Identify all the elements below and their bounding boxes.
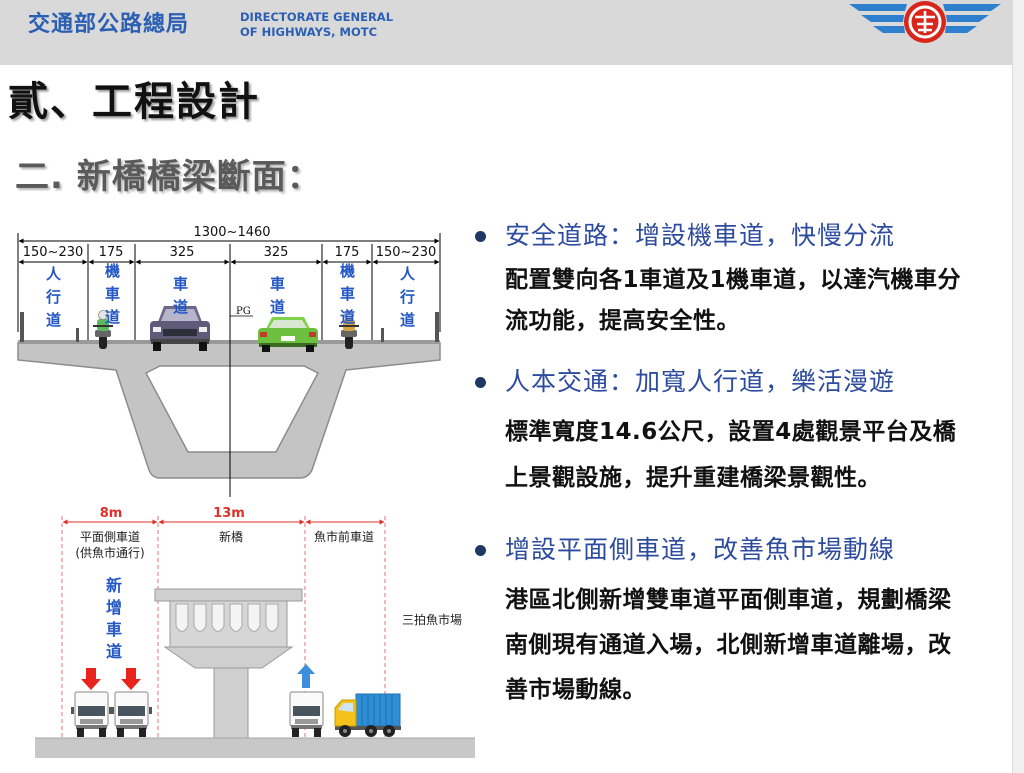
bridge-section-diagram: 1300~1460 150~230 175 325 325 175 150~23… xyxy=(17,225,475,758)
bullet-dot xyxy=(475,545,486,556)
segment-width-label: 150~230 xyxy=(376,245,437,260)
section-subtitle: 二. 新橋橋梁斷面： xyxy=(15,157,322,197)
bullet-body-line: 標準寬度14.6公尺，設置4處觀景平台及橋 xyxy=(505,419,957,445)
bullet-heading-side-road: 增設平面側車道，改善魚市場動線 xyxy=(505,535,896,564)
bullet-body-line: 流功能，提高安全性。 xyxy=(505,308,740,334)
fish-market-label: 三拍魚市場 xyxy=(402,612,462,627)
new-lane-label: 新增車道 xyxy=(103,577,122,665)
lane-dividers xyxy=(17,233,441,342)
railing-posts xyxy=(20,312,439,342)
bullet-dot xyxy=(475,377,486,388)
ground-strip xyxy=(35,738,475,758)
site-section: 8m 13m 平面側車道 (供魚市通行) 新橋 魚市前車道 三拍魚市場 xyxy=(35,506,475,758)
motorcycle-icon xyxy=(339,310,359,349)
motorcycle-icon xyxy=(93,310,113,349)
highway-bureau-winged-emblem-icon xyxy=(849,1,1001,43)
arrow-down-icon xyxy=(81,668,101,690)
segment-width-label: 150~230 xyxy=(23,245,84,260)
bullet-body-line: 善市場動線。 xyxy=(505,677,646,703)
overall-width-label: 1300~1460 xyxy=(193,225,270,240)
truck-icon xyxy=(111,691,152,737)
profile-grade-label: PG xyxy=(236,306,251,317)
segment-width-label: 325 xyxy=(264,245,289,260)
slide-edge xyxy=(1012,0,1024,773)
lane-label-motorcycle: 機車道 xyxy=(338,263,356,332)
lane-label-roadway: 車道 xyxy=(268,276,286,322)
new-bridge-label: 新橋 xyxy=(219,529,243,544)
bullet-body-line: 南側現有通道入場，北側新增車道離場，改 xyxy=(505,632,952,658)
truck-icon xyxy=(289,691,324,737)
bullet-heading-pedestrian: 人本交通：加寬人行道，樂活漫遊 xyxy=(505,367,896,396)
cross-section: 1300~1460 150~230 175 325 325 175 150~23… xyxy=(17,225,441,497)
lane-label-sidewalk: 人行道 xyxy=(44,266,62,335)
bullet-body-line: 港區北側新增雙車道平面側車道，規劃橋梁 xyxy=(505,587,952,613)
side-road-width-label: 8m xyxy=(100,506,123,521)
arrow-down-icon xyxy=(121,668,141,690)
segment-width-label: 175 xyxy=(335,245,360,260)
org-name-zh: 交通部公路總局 xyxy=(28,12,190,37)
lane-label-roadway: 車道 xyxy=(171,276,189,322)
cargo-truck-icon xyxy=(334,693,401,737)
org-name-en-line1: DIRECTORATE GENERAL xyxy=(240,10,394,24)
page-title: 貳、工程設計 xyxy=(8,79,260,125)
deck-surface xyxy=(18,340,440,344)
car-icon xyxy=(258,317,318,352)
market-front-road-label: 魚市前車道 xyxy=(314,529,374,544)
side-road-note: (供魚市通行) xyxy=(75,545,144,560)
header-bar: 交通部公路總局 DIRECTORATE GENERAL OF HIGHWAYS,… xyxy=(0,0,1012,65)
lane-label-sidewalk: 人行道 xyxy=(398,266,416,335)
side-road-label: 平面側車道 xyxy=(80,530,140,544)
bridge-elevation xyxy=(154,588,303,739)
truck-icon xyxy=(71,691,112,737)
box-girder-cell xyxy=(144,365,320,453)
org-name-en-line2: OF HIGHWAYS, MOTC xyxy=(240,25,378,39)
new-bridge-width-label: 13m xyxy=(213,506,245,521)
bullet-heading-safety: 安全道路：增設機車道，快慢分流 xyxy=(505,221,896,250)
arrow-up-icon xyxy=(297,664,315,688)
lane-label-motorcycle: 機車道 xyxy=(103,263,121,332)
bullet-body-line: 配置雙向各1車道及1機車道，以達汽機車分 xyxy=(505,267,962,293)
segment-width-label: 175 xyxy=(99,245,124,260)
bullet-body-line: 上景觀設施，提升重建橋梁景觀性。 xyxy=(505,465,881,491)
segment-width-label: 325 xyxy=(170,245,195,260)
car-icon xyxy=(150,306,210,351)
bullet-dot xyxy=(475,231,486,242)
